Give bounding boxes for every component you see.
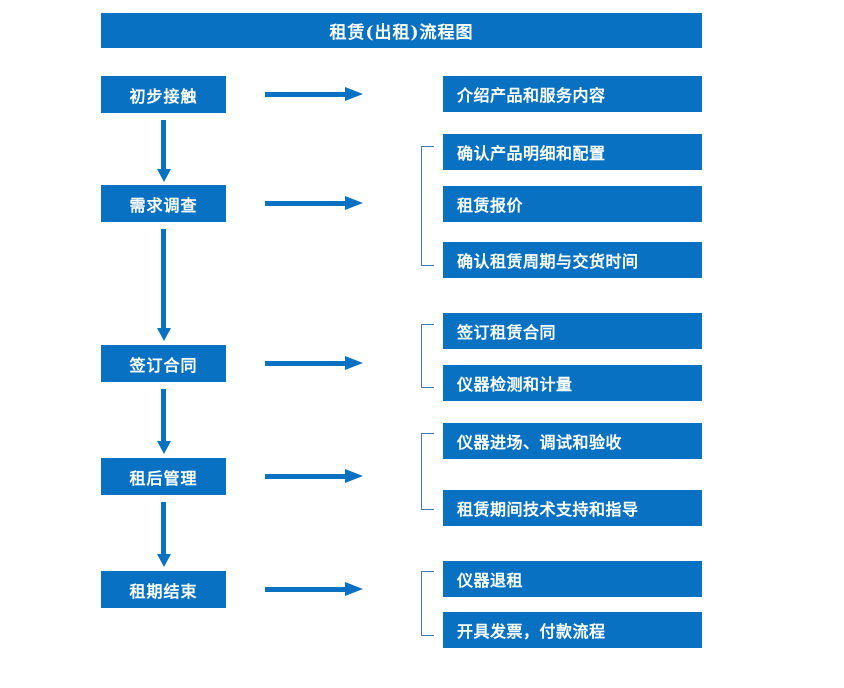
detail-box-jieshao-chanpin[interactable]: 介绍产品和服务内容: [443, 76, 702, 112]
flow-arrow-down-4: [157, 502, 171, 567]
detail-arrow-right-2: [265, 196, 363, 210]
detail-box-queren-chanpin-mingxi[interactable]: 确认产品明细和配置: [443, 134, 702, 170]
detail-box-yiqi-jinchang-tiaoshi[interactable]: 仪器进场、调试和验收: [443, 423, 702, 459]
arrow-shaft: [265, 201, 347, 206]
group-bracket-zuhou-guanli: [421, 433, 434, 510]
detail-box-qianding-zulin-hetong[interactable]: 签订租赁合同: [443, 313, 702, 349]
arrow-head: [345, 356, 363, 370]
detail-box-queren-zulin-zhouqi[interactable]: 确认租赁周期与交货时间: [443, 242, 702, 278]
detail-box-zulin-qijian-zhichi[interactable]: 租赁期间技术支持和指导: [443, 490, 702, 526]
diagram-title: 租赁(出租)流程图: [101, 13, 702, 48]
arrow-head: [345, 469, 363, 483]
flow-arrow-down-3: [157, 389, 171, 454]
arrow-head: [157, 328, 171, 341]
detail-box-yiqi-jiance-jiliang[interactable]: 仪器检测和计量: [443, 365, 702, 401]
group-bracket-xuqiu-diaocha: [421, 146, 434, 266]
arrow-head: [157, 169, 171, 182]
arrow-shaft: [161, 389, 166, 441]
arrow-shaft: [265, 92, 347, 97]
detail-arrow-right-5: [265, 582, 363, 596]
arrow-head: [345, 582, 363, 596]
stage-box-xuqiu-diaocha[interactable]: 需求调查: [101, 185, 226, 222]
stage-box-zuhou-guanli[interactable]: 租后管理: [101, 458, 226, 495]
arrow-shaft: [265, 474, 347, 479]
arrow-head: [345, 196, 363, 210]
group-bracket-zuqi-jieshu: [421, 571, 434, 636]
stage-box-chubu-jiechu[interactable]: 初步接触: [101, 76, 226, 113]
arrow-shaft: [265, 361, 347, 366]
arrow-head: [157, 554, 171, 567]
detail-arrow-right-1: [265, 87, 363, 101]
arrow-head: [157, 441, 171, 454]
stage-box-qianding-hetong[interactable]: 签订合同: [101, 345, 226, 382]
flow-arrow-down-1: [157, 120, 171, 182]
group-bracket-qianding-hetong: [421, 324, 434, 388]
detail-box-zulin-baojia[interactable]: 租赁报价: [443, 186, 702, 222]
detail-box-yiqi-tuizu[interactable]: 仪器退租: [443, 561, 702, 597]
flow-arrow-down-2: [157, 229, 171, 341]
detail-arrow-right-3: [265, 356, 363, 370]
detail-arrow-right-4: [265, 469, 363, 483]
detail-box-kaiju-fapiao[interactable]: 开具发票，付款流程: [443, 612, 702, 648]
stage-box-zuqi-jieshu[interactable]: 租期结束: [101, 571, 226, 608]
arrow-shaft: [265, 587, 347, 592]
arrow-head: [345, 87, 363, 101]
arrow-shaft: [161, 502, 166, 554]
arrow-shaft: [161, 120, 166, 169]
arrow-shaft: [161, 229, 166, 328]
